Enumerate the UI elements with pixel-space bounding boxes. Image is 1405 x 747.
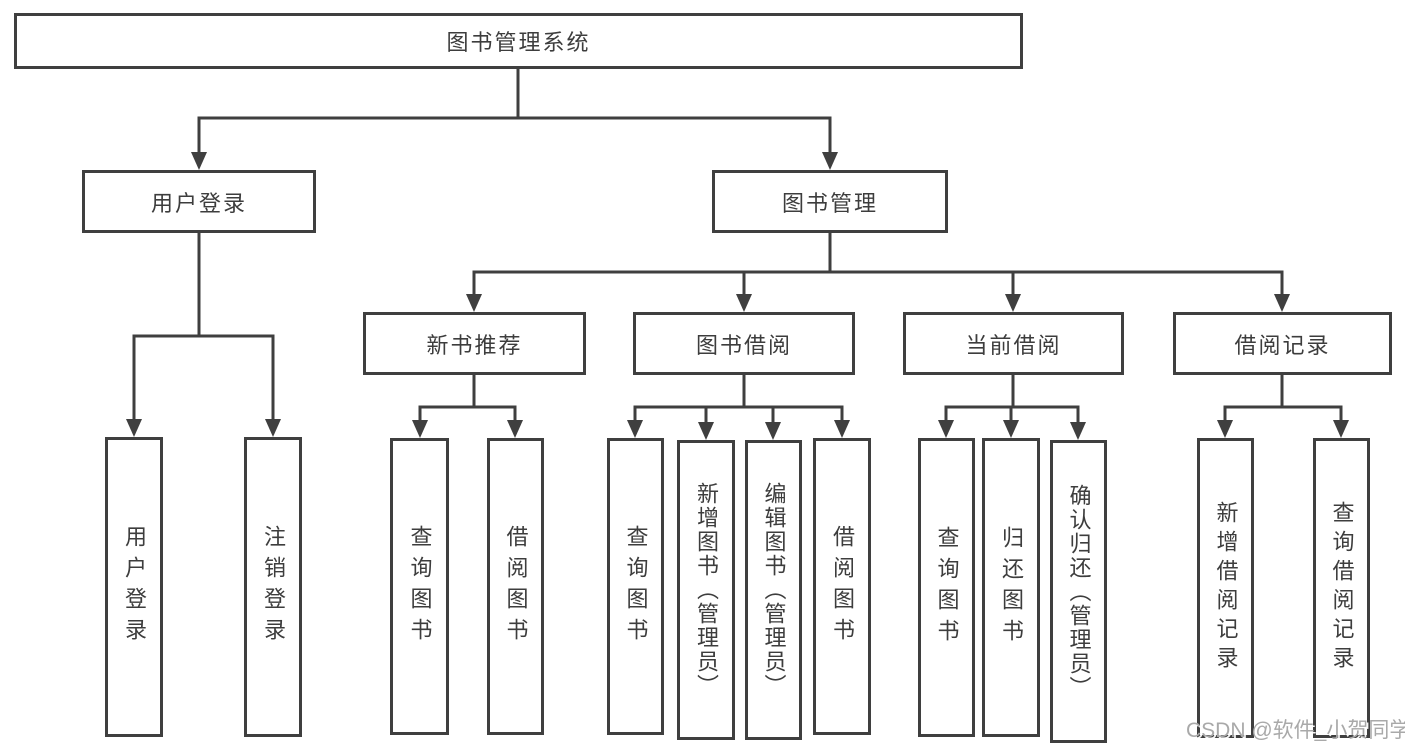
- leaf-query-borrow-record: 查询借阅记录: [1313, 438, 1370, 738]
- leaf-borrow-books-recommend-label: 借阅图书: [503, 524, 529, 649]
- leaf-query-borrow-record-label: 查询借阅记录: [1329, 501, 1355, 675]
- node-new-book-recommendation-label: 新书推荐: [426, 332, 523, 358]
- node-root: 图书管理系统: [14, 13, 1023, 69]
- node-book-management: 图书管理: [712, 170, 948, 233]
- leaf-query-books-recommend-label: 查询图书: [407, 524, 433, 649]
- leaf-query-books-current-label: 查询图书: [934, 525, 960, 650]
- leaf-add-book-admin: 新增图书（管理员）: [677, 440, 735, 740]
- csdn-watermark: CSDN @软件_小贺同学: [1186, 719, 1405, 742]
- leaf-edit-book-admin: 编辑图书（管理员）: [745, 440, 802, 740]
- leaf-confirm-return-admin: 确认归还（管理员）: [1050, 440, 1107, 743]
- leaf-logout-label: 注销登录: [261, 525, 286, 649]
- leaf-query-books-current: 查询图书: [918, 438, 975, 737]
- leaf-query-books-borrowing: 查询图书: [607, 438, 664, 735]
- node-user-login-branch: 用户登录: [82, 170, 316, 233]
- leaf-user-login-label: 用户登录: [122, 525, 147, 649]
- leaf-confirm-return-admin-label: 确认归还（管理员）: [1066, 483, 1092, 700]
- node-book-borrowing-label: 图书借阅: [695, 332, 792, 358]
- leaf-return-books: 归还图书: [982, 438, 1040, 737]
- leaf-edit-book-admin-label: 编辑图书（管理员）: [761, 482, 787, 698]
- leaf-add-borrow-record: 新增借阅记录: [1197, 438, 1254, 738]
- node-current-borrowing-label: 当前借阅: [965, 332, 1062, 358]
- leaf-user-login: 用户登录: [105, 437, 163, 737]
- leaf-query-books-borrowing-label: 查询图书: [623, 524, 649, 649]
- node-borrowing-records-label: 借阅记录: [1234, 332, 1331, 358]
- leaf-add-borrow-record-label: 新增借阅记录: [1213, 501, 1239, 675]
- leaf-return-books-label: 归还图书: [999, 525, 1024, 650]
- node-book-management-label: 图书管理: [781, 190, 878, 216]
- leaf-borrow-books-borrowing: 借阅图书: [813, 438, 871, 735]
- node-book-borrowing: 图书借阅: [633, 312, 855, 375]
- node-root-label: 图书管理系统: [446, 30, 591, 55]
- leaf-query-books-recommend: 查询图书: [390, 438, 449, 735]
- leaf-borrow-books-borrowing-label: 借阅图书: [830, 524, 855, 649]
- node-new-book-recommendation: 新书推荐: [363, 312, 586, 375]
- node-user-login-branch-label: 用户登录: [150, 190, 247, 216]
- leaf-borrow-books-recommend: 借阅图书: [487, 438, 544, 735]
- node-borrowing-records: 借阅记录: [1173, 312, 1392, 375]
- leaf-add-book-admin-label: 新增图书（管理员）: [694, 482, 719, 698]
- node-current-borrowing: 当前借阅: [903, 312, 1124, 375]
- leaf-logout: 注销登录: [244, 437, 302, 737]
